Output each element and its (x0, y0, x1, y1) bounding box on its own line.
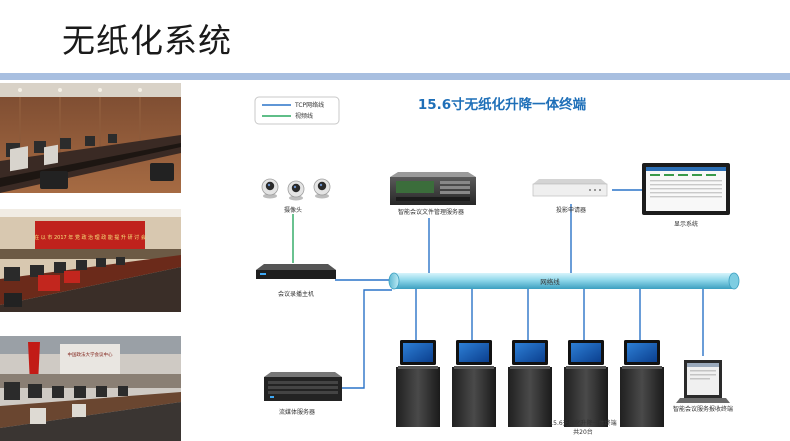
camera-icon (287, 180, 305, 201)
legend-label-tcp: TCP网络线 (294, 101, 324, 109)
diagram-heading: 15.6寸无纸化升降一体终端 (418, 96, 587, 113)
lift-terminal (564, 340, 608, 427)
recording-host-node: 会议录播主机 (256, 264, 336, 298)
display-node: 显示系统 (642, 163, 730, 228)
lift-terminal (620, 340, 664, 427)
legend-label-video: 视频线 (295, 112, 313, 120)
service-terminal-node: 智能会议服务报收终端 (673, 360, 733, 413)
camera-icon (261, 178, 279, 199)
banner-text: 在 以 市 2017 年 党 政 治 理 政 能 提 升 研 讨 会 (34, 234, 146, 241)
projector-controller-label: 投影申请器 (556, 206, 586, 214)
meeting-room-photo-2: 在 以 市 2017 年 党 政 治 理 政 能 提 升 研 讨 会 (0, 209, 181, 312)
legend: TCP网络线 视频线 (254, 96, 340, 125)
network-bus: 网络线 (388, 272, 740, 290)
podium-text: 中国政法大学会议中心 (68, 351, 113, 358)
media-server-node: 流媒体服务器 (264, 372, 342, 416)
lift-terminal (452, 340, 496, 427)
file-server-label: 智能会议文件管理服务器 (398, 208, 464, 216)
projector-controller-node: 投影申请器 (532, 179, 608, 214)
tcp-link-media-server (342, 289, 392, 389)
legend-box (254, 96, 340, 125)
camera-icon (313, 178, 331, 199)
meeting-room-photo-1 (0, 83, 181, 193)
terminal-count-label: 共20台 (573, 428, 593, 436)
network-bus-label: 网络线 (540, 277, 560, 286)
meeting-room-photo-3: 中国政法大学会议中心 (0, 336, 181, 441)
media-server-label: 流媒体服务器 (279, 408, 315, 416)
lift-terminal (396, 340, 440, 427)
recording-host-label: 会议录播主机 (278, 290, 314, 298)
camera-label: 摄像头 (284, 206, 302, 214)
display-label: 显示系统 (674, 220, 698, 228)
page-title: 无纸化系统 (62, 21, 232, 60)
file-server-node: 智能会议文件管理服务器 (390, 172, 476, 216)
lift-terminal-group: 15.6无纸化升降一体终端 共20台 (396, 340, 664, 436)
title-divider-bar (0, 73, 790, 80)
service-terminal-label: 智能会议服务报收终端 (673, 405, 733, 413)
camera-group: 摄像头 (261, 178, 331, 214)
terminals-label: 15.6无纸化升降一体终端 (549, 419, 616, 427)
lift-terminal (508, 340, 552, 427)
connection-lines (292, 189, 704, 389)
